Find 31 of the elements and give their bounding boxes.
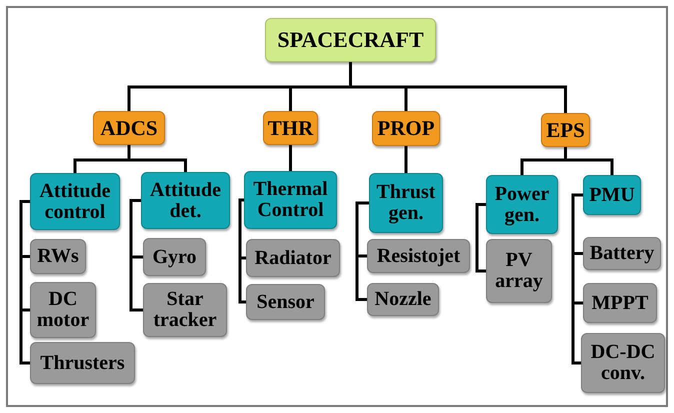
component-box: MPPT [583,283,657,323]
component-box: PV array [486,239,552,303]
component-box: DC-DC conv. [581,333,665,393]
component-box: DC motor [30,282,96,338]
category-box: THR [263,111,318,145]
component-box: Nozzle [367,283,439,316]
subsystem-box: Attitude control [30,173,120,230]
subsystem-box: PMU [583,175,641,215]
connector-line [404,146,408,173]
subsystem-box: Attitude det. [141,172,230,229]
root-box: SPACECRAFT [265,18,436,62]
subsystem-box: Thermal Control [244,171,337,229]
connector-line [20,200,30,364]
category-box: PROP [372,111,440,146]
connector-line [128,145,187,172]
component-box: Resistojet [367,239,470,273]
connector-line [349,62,567,113]
connector-line [289,145,292,171]
component-box: Radiator [246,239,340,277]
component-box: RWs [30,239,86,274]
category-box: ADCS [93,111,165,145]
connector-line [564,147,614,175]
component-box: Thrusters [30,342,135,384]
subsystem-box: Power gen. [486,175,558,234]
component-box: Gyro [143,238,206,276]
category-box: EPS [541,113,590,147]
component-box: Battery [583,237,661,270]
component-box: Sensor [246,284,325,320]
connector-line [476,203,486,272]
component-box: Star tracker [143,283,227,337]
subsystem-box: Thrust gen. [369,173,443,233]
